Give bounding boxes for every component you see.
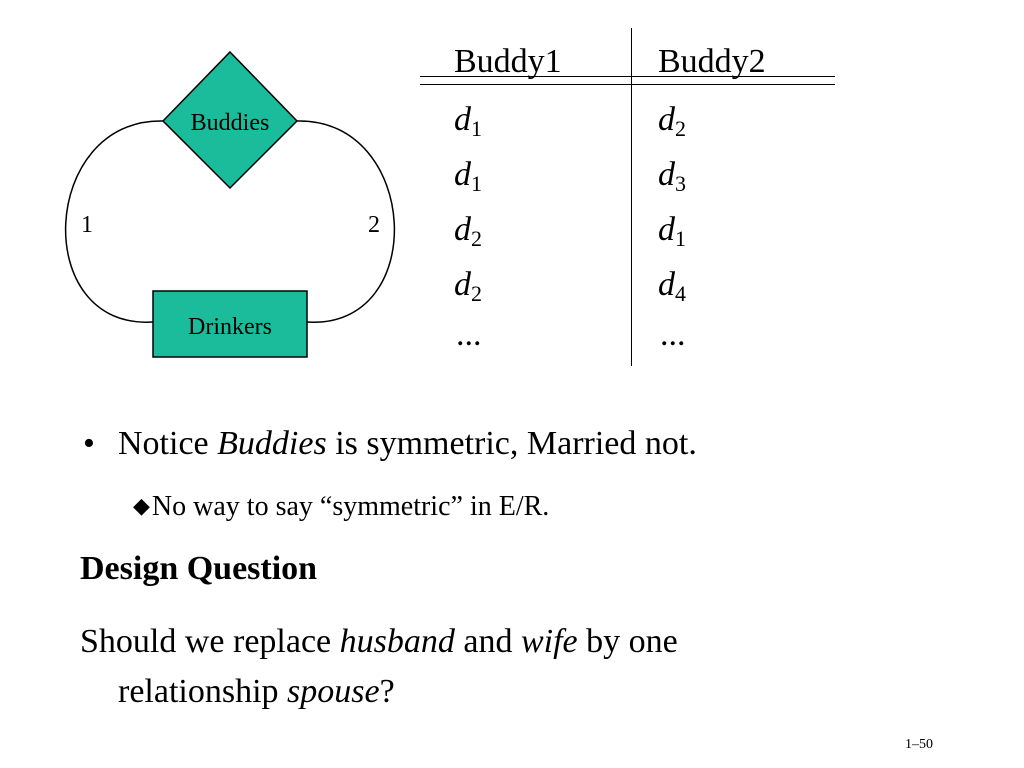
table-cell: d1 <box>658 211 686 251</box>
role-1-label: 1 <box>81 212 93 238</box>
design-question-body: Should we replace husband and wife by on… <box>80 623 678 710</box>
table-cell: d1 <box>454 101 482 141</box>
table-ellipsis-right: ... <box>660 316 686 353</box>
role-2-label: 2 <box>368 212 380 238</box>
entity-label: Drinkers <box>188 314 272 340</box>
design-question-heading: Design Question <box>80 550 318 587</box>
table-ellipsis-left: ... <box>456 316 482 353</box>
table-cell: d2 <box>658 101 686 141</box>
role-2-connector <box>296 120 395 323</box>
sub-bullet: ◆No way to say “symmetric” in E/R. <box>133 491 550 522</box>
header-rule-top <box>420 76 835 77</box>
column-divider <box>631 28 632 366</box>
column-header-buddy2: Buddy2 <box>658 43 766 80</box>
header-rule-bottom <box>420 84 835 85</box>
er-diagram: Buddies Drinkers 1 2 <box>65 50 395 358</box>
table-cell: d4 <box>658 266 686 306</box>
table-cell: d2 <box>454 211 482 251</box>
relationship-label: Buddies <box>191 110 270 136</box>
bullet-dot: • <box>83 425 95 462</box>
drinkers-entity-box <box>152 290 308 358</box>
column-header-buddy1: Buddy1 <box>454 43 562 80</box>
page-number: 1–50 <box>905 737 933 752</box>
buddies-relationship-diamond <box>161 50 299 190</box>
table-cell: d2 <box>454 266 482 306</box>
diamond-bullet-icon: ◆ <box>133 493 150 518</box>
table-cell: d1 <box>454 156 482 196</box>
bullet-notice: • Notice Buddies is symmetric, Married n… <box>83 425 697 462</box>
table-cell: d3 <box>658 156 686 196</box>
buddies-emphasis: Buddies <box>217 425 327 462</box>
role-1-connector <box>65 120 164 323</box>
